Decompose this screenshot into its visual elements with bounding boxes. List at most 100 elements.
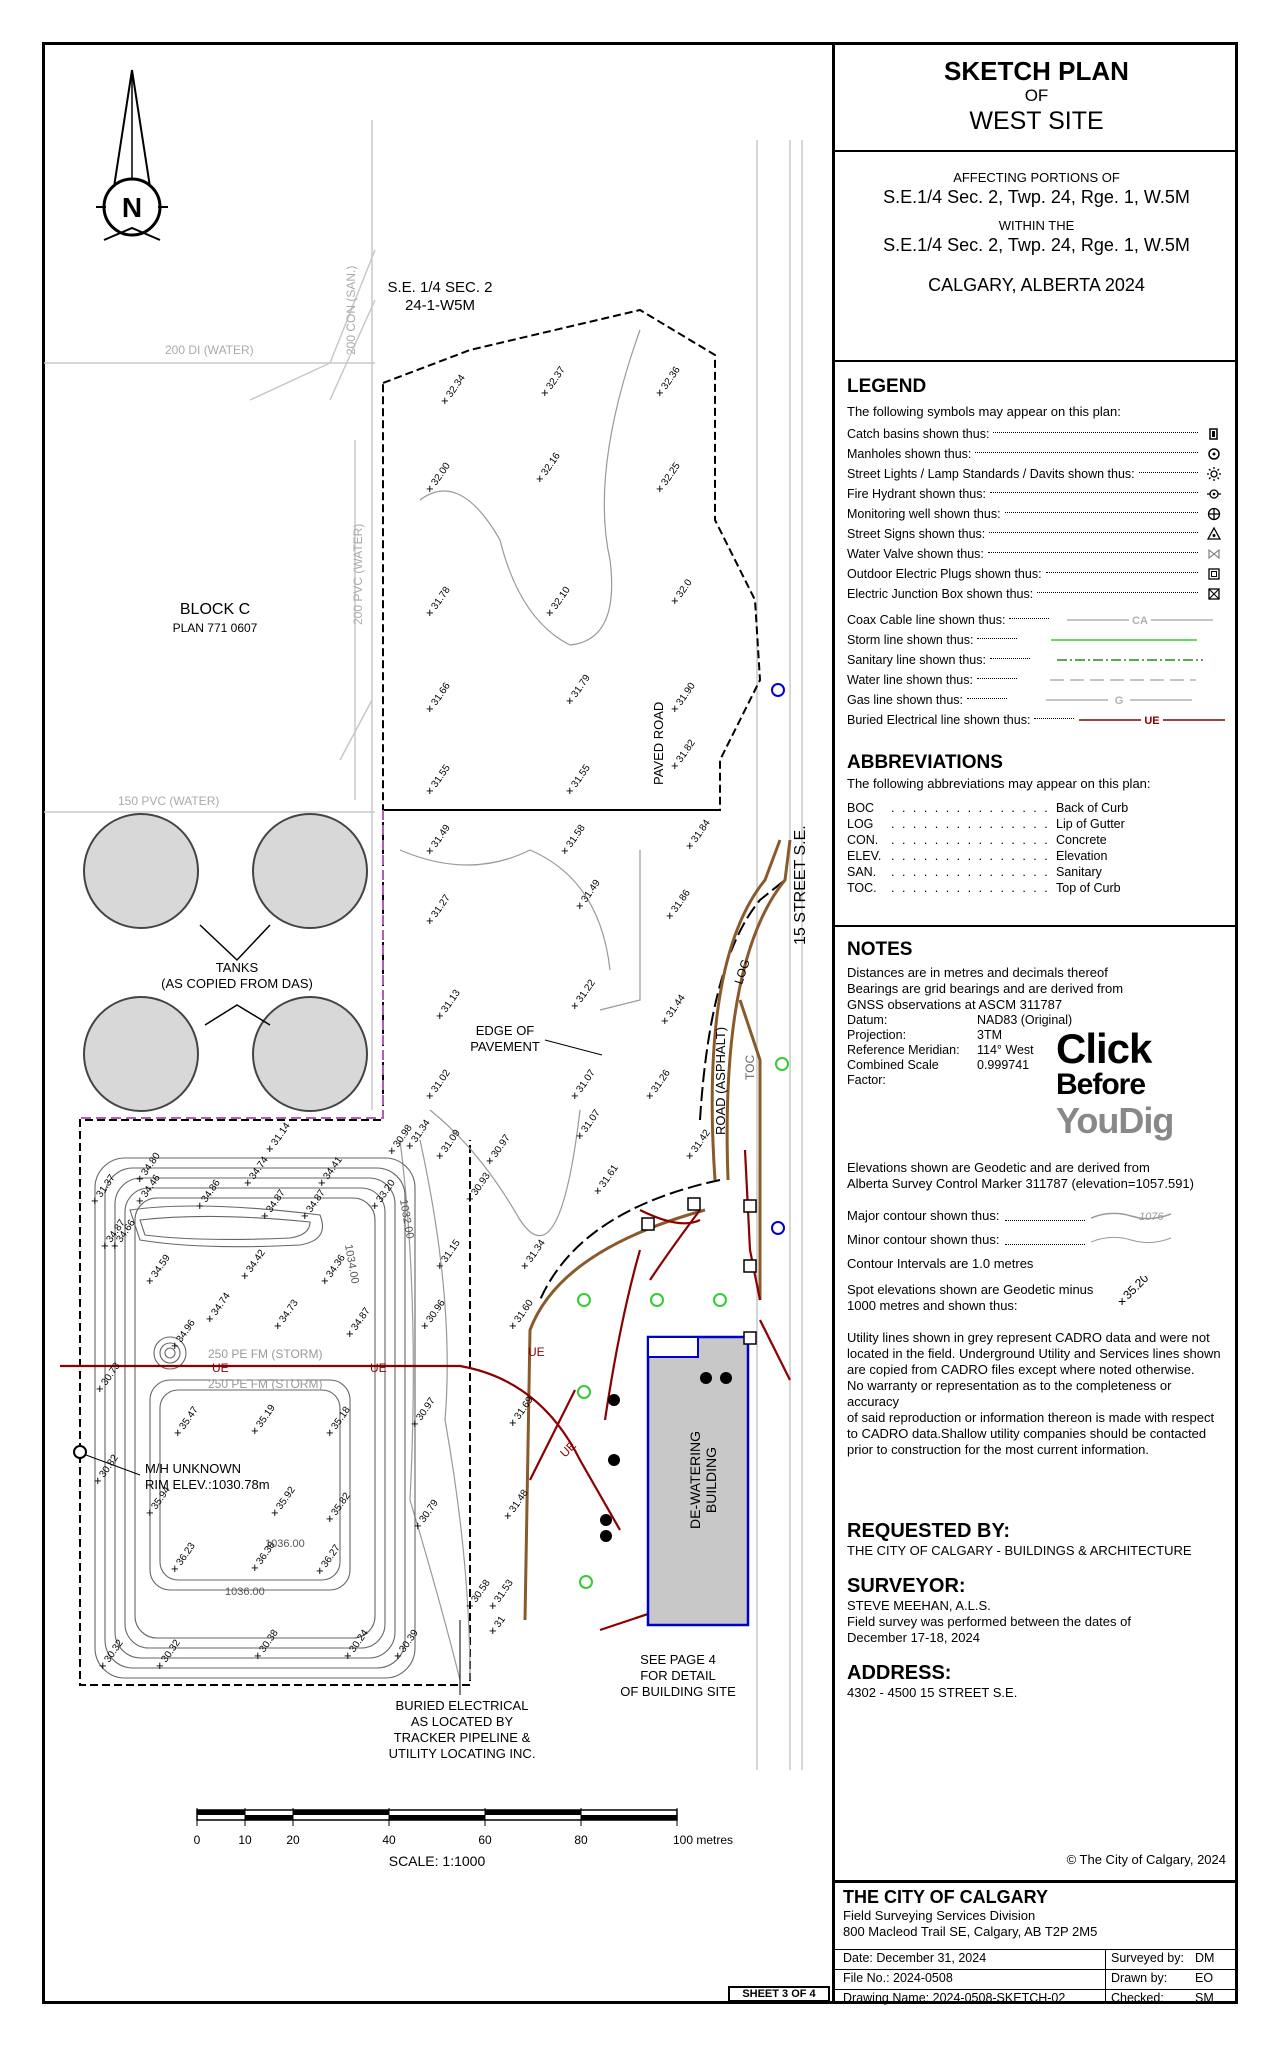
abbreviation-item: TOC.. . . . . . . . . . . . . . . . . . … [847, 881, 1121, 895]
scale-tick-label: 10 [238, 1833, 252, 1847]
titleblock-date: Date: December 31, 2024 [843, 1951, 987, 1965]
spot-elevation-value: 31.66 [429, 681, 453, 708]
spot-marker-icon: + [666, 908, 674, 923]
spot-elevation: +31.34 [521, 1238, 548, 1273]
scale-tick-label: 40 [382, 1833, 396, 1847]
dewatering-building [646, 1335, 750, 1627]
notes-line3: GNSS observations at ASCM 311787 [847, 997, 1063, 1012]
spot-elevation: +35.92 [271, 1485, 298, 1520]
spot-elevation: +34.74 [244, 1155, 271, 1190]
spot-elevation-value: 30.32 [102, 1638, 126, 1665]
street-light-icon [1202, 467, 1226, 481]
spot-elevation-value: 30.38 [257, 1628, 281, 1655]
major-contour-label: Major contour shown thus: [847, 1208, 1000, 1223]
spot-elevation-value: 36.23 [174, 1541, 198, 1568]
spot-elevation: +32.36 [656, 365, 683, 400]
cadro-utilities [44, 120, 803, 1770]
spot-elevation: +31.79 [566, 673, 593, 708]
water-valve-icon [1202, 547, 1226, 561]
spot-elevation-value: 32.25 [659, 461, 683, 488]
spot-marker-icon: + [271, 1505, 279, 1520]
spot-marker-icon: + [436, 1258, 444, 1273]
spot-elevation-value: 31.37 [94, 1173, 118, 1200]
contour-label-1036b: 1036.00 [225, 1586, 265, 1598]
legend-item: Catch basins shown thus: [847, 424, 1226, 444]
notes-line1: Distances are in metres and decimals the… [847, 965, 1108, 980]
spot-elevation: +35.19 [251, 1403, 278, 1438]
label-see-page-4: SEE PAGE 4 [640, 1652, 716, 1667]
spot-marker-icon: + [244, 1175, 252, 1190]
tank-leaders [199, 924, 271, 1026]
label-tanks: TANKS [216, 960, 259, 975]
abbreviations-list: BOC. . . . . . . . . . . . . . . . . . .… [847, 800, 1226, 896]
spot-elevation: +34.36 [321, 1253, 348, 1288]
spot-marker-icon: + [571, 1088, 579, 1103]
spot-elevation-value: 31.55 [569, 763, 593, 790]
legend-line-item: Coax Cable line shown thus:CA [847, 610, 1226, 630]
spot-elevation-value: 34.87 [304, 1188, 328, 1215]
spot-elevation: +36.38 [251, 1540, 278, 1575]
utility-note-line: Utility lines shown in grey represent CA… [847, 1330, 1210, 1345]
legend-line-label: Buried Electrical line shown thus: [847, 713, 1031, 727]
spot-elevation-value: 31.84 [689, 818, 713, 845]
spot-marker-icon: + [156, 1658, 164, 1673]
legend-item: Electric Junction Box shown thus: [847, 584, 1226, 604]
label-ue-4: UE [557, 1438, 579, 1460]
spot-elevation: +34.86 [196, 1178, 223, 1213]
spot-marker-icon: + [546, 605, 554, 620]
label-200pvc-water: 200 PVC (WATER) [351, 524, 365, 625]
spot-elevation-icon: +35.20 [1118, 1276, 1152, 1309]
sheet-border [42, 42, 1238, 2004]
spot-elevation-value: 31.13 [439, 988, 463, 1015]
spot-elevation: +31.86 [666, 888, 693, 923]
spot-marker-icon: + [326, 1425, 334, 1440]
svg-text:UE: UE [1145, 715, 1160, 727]
spot-marker-icon: + [251, 1423, 259, 1438]
titleblock-drawn-label: Drawn by: [1111, 1971, 1168, 1985]
spot-elevation-value: 32.16 [539, 451, 563, 478]
surveyor-line1: Field survey was performed between the d… [847, 1614, 1131, 1629]
spot-elevation-value: 31.90 [674, 681, 698, 708]
spot-marker-icon: + [174, 1425, 182, 1440]
spot-marker-icon: + [426, 913, 434, 928]
affecting-label: AFFECTING PORTIONS OF [953, 170, 1120, 185]
spot-elevation: +34.74 [206, 1291, 233, 1326]
spot-elevation-value: 32.36 [659, 365, 683, 392]
spot-elevation-value: 34.87 [349, 1306, 373, 1333]
notes-param: Combined Scale Factor:0.999741 [847, 1058, 1030, 1087]
catch-basin-icon [1202, 427, 1226, 441]
spot-elevation-value: 31.86 [669, 888, 693, 915]
legend-item-label: Monitoring well shown thus: [847, 507, 1001, 521]
spot-line1: Spot elevations shown are Geodetic minus [847, 1282, 1094, 1297]
spot-marker-icon: + [136, 1171, 144, 1186]
spot-elevation: +30.82 [94, 1453, 121, 1488]
spot-marker-icon: + [576, 898, 584, 913]
spot-elevation: +31.09 [436, 1128, 463, 1163]
elev-line2: Alberta Survey Control Marker 311787 (el… [847, 1176, 1194, 1191]
contour-label-1032: 1032.00 [397, 1198, 416, 1239]
fire-hydrant-icon [1202, 487, 1226, 501]
scale-tick-label: 60 [478, 1833, 492, 1847]
abbreviation-item: BOC. . . . . . . . . . . . . . . . . . .… [847, 801, 1129, 815]
spot-elevation-value: 34.42 [244, 1248, 268, 1275]
label-15-street: 15 STREET S.E. [792, 825, 809, 945]
spot-elevation-value: 30.24 [347, 1628, 371, 1655]
label-mh-rim-elev: RIM ELEV.:1030.78m [145, 1477, 270, 1492]
label-storm-line-1: 250 PE FM (STORM) [208, 1347, 322, 1361]
abbreviation-item: CON.. . . . . . . . . . . . . . . . . . … [847, 833, 1107, 847]
legend-item-label: Street Lights / Lamp Standards / Davits … [847, 467, 1135, 481]
legend-item: Fire Hydrant shown thus: [847, 484, 1226, 504]
spot-elevation: +34.73 [274, 1298, 301, 1333]
spot-elevation-value: 35.19 [254, 1403, 278, 1430]
spot-marker-icon: + [504, 1508, 512, 1523]
major-contour-icon: 1076 [1091, 1211, 1172, 1223]
utility-note-line: prior to construction for the most curre… [847, 1442, 1150, 1457]
label-toc: TOC [743, 1055, 757, 1080]
spot-marker-icon: + [344, 1648, 352, 1663]
surveyor-name: STEVE MEEHAN, A.L.S. [847, 1598, 991, 1613]
spot-elevation-value: 30.93 [469, 1171, 493, 1198]
spot-marker-icon: + [241, 1268, 249, 1283]
spot-marker-icon: + [318, 1175, 326, 1190]
legend-line-swatch [1021, 631, 1226, 649]
